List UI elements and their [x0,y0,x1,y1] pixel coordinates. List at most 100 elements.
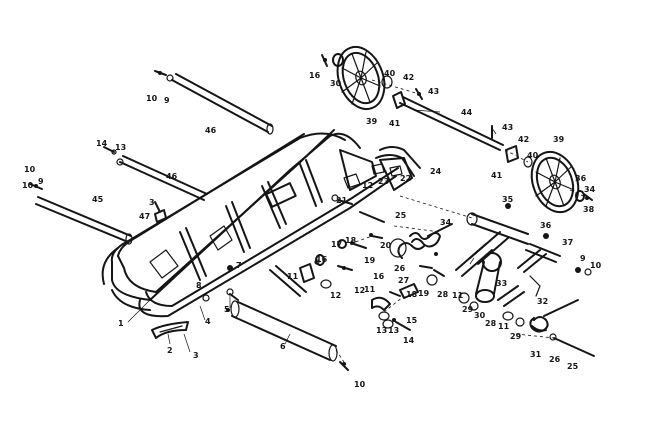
callout-labels: 1 2 3 3 4 5 6 7 8 9 9 9 10 10 10 10 10 1… [22,69,602,389]
callout-28b: 28 [485,319,497,328]
callout-11b: 11 [452,291,464,300]
callout-23: 23 [378,177,389,186]
suspension-springs [389,223,579,333]
callout-40a: 40 [384,69,396,78]
callout-11c: 11 [498,322,510,331]
callout-20: 20 [380,241,392,250]
callout-12c: 12 [362,181,373,190]
callout-29a: 29 [462,305,474,314]
hardware-left [29,146,167,223]
callout-46b: 46 [166,172,178,181]
callout-30b: 30 [474,311,486,320]
hardware-upper [154,53,423,109]
callout-16a: 16 [309,71,321,80]
left-shaft [35,196,133,245]
callout-39a: 39 [366,117,378,126]
callout-38: 38 [583,205,595,214]
callout-43b: 43 [502,123,513,132]
lower-idler-wheel [530,150,580,214]
callout-8: 8 [196,281,202,290]
callout-35: 35 [502,195,514,204]
callout-10a: 10 [24,165,36,174]
callout-41b: 41 [491,171,503,180]
callout-25a: 25 [395,211,407,220]
callout-46a: 46 [205,126,217,135]
callout-37: 37 [562,238,573,247]
callout-12b: 12 [354,286,365,295]
callout-12a: 12 [330,291,341,300]
callout-9a: 9 [38,177,44,186]
callout-3: 3 [193,351,199,360]
callout-33: 33 [496,279,507,288]
lower-front-shaft [230,300,338,362]
callout-5: 5 [224,305,230,314]
callout-19b: 19 [418,289,430,298]
callout-21: 21 [336,196,348,205]
callout-9b: 9 [164,96,170,105]
front-wear-strip [151,321,189,339]
callout-30a: 30 [330,79,342,88]
callout-6: 6 [280,342,286,351]
upper-rear-shaft [171,73,274,135]
callout-7: 7 [236,261,242,270]
callout-13a: 13 [115,143,126,152]
callout-32: 32 [537,297,548,306]
callout-41a: 41 [389,119,401,128]
callout-leaders [127,109,497,353]
callout-19a: 19 [364,256,376,265]
callout-18a: 18 [345,236,357,245]
callout-44: 44 [461,108,473,117]
callout-36a: 36 [540,221,552,230]
slide-frame [101,129,421,318]
right-axle [399,96,504,151]
callout-25b: 25 [567,362,579,371]
callout-9c: 9 [580,254,586,263]
alignment-lines [335,79,589,363]
callout-10e: 10 [22,181,34,190]
callout-31: 31 [530,350,542,359]
callout-4: 4 [205,317,211,326]
callout-39b: 39 [553,135,565,144]
callout-43a: 43 [428,87,439,96]
callout-36b: 36 [575,174,587,183]
callout-15: 15 [406,316,418,325]
center-fasteners [299,163,403,289]
callout-10d: 10 [354,380,366,389]
callout-47: 47 [139,212,150,221]
callout-26a: 26 [394,264,406,273]
callout-24: 24 [430,167,442,176]
callout-14a: 14 [96,139,108,148]
callout-40b: 40 [527,151,539,160]
callout-13b: 13 [376,326,387,335]
callout-10c: 10 [590,261,602,270]
callout-14b: 14 [403,336,415,345]
callout-42b: 42 [518,135,529,144]
callout-34a: 34 [440,218,452,227]
callout-3b: 3 [149,198,155,207]
callout-16c: 16 [373,272,385,281]
rear-arm-assembly [426,203,592,327]
middle-shaft [119,155,208,201]
callout-11d: 11 [364,285,376,294]
callout-45: 45 [92,195,104,204]
callout-10b: 10 [146,94,158,103]
callout-26b: 26 [549,355,561,364]
callout-29b: 29 [510,332,522,341]
hardware-right-axle [491,125,593,202]
callout-11a: 11 [287,272,299,281]
callout-27: 27 [398,276,409,285]
callout-17: 17 [331,240,342,249]
callout-13c: 13 [388,326,399,335]
callout-28a: 28 [437,290,449,299]
callout-34b: 34 [584,185,596,194]
callout-1: 1 [118,319,124,328]
callout-42a: 42 [403,73,414,82]
lower-brackets [202,265,595,371]
callout-2: 2 [167,346,173,355]
callout-22: 22 [400,174,411,183]
callout-18b: 18 [406,290,418,299]
callout-16b: 16 [316,255,328,264]
upper-idler-wheel [336,46,386,110]
